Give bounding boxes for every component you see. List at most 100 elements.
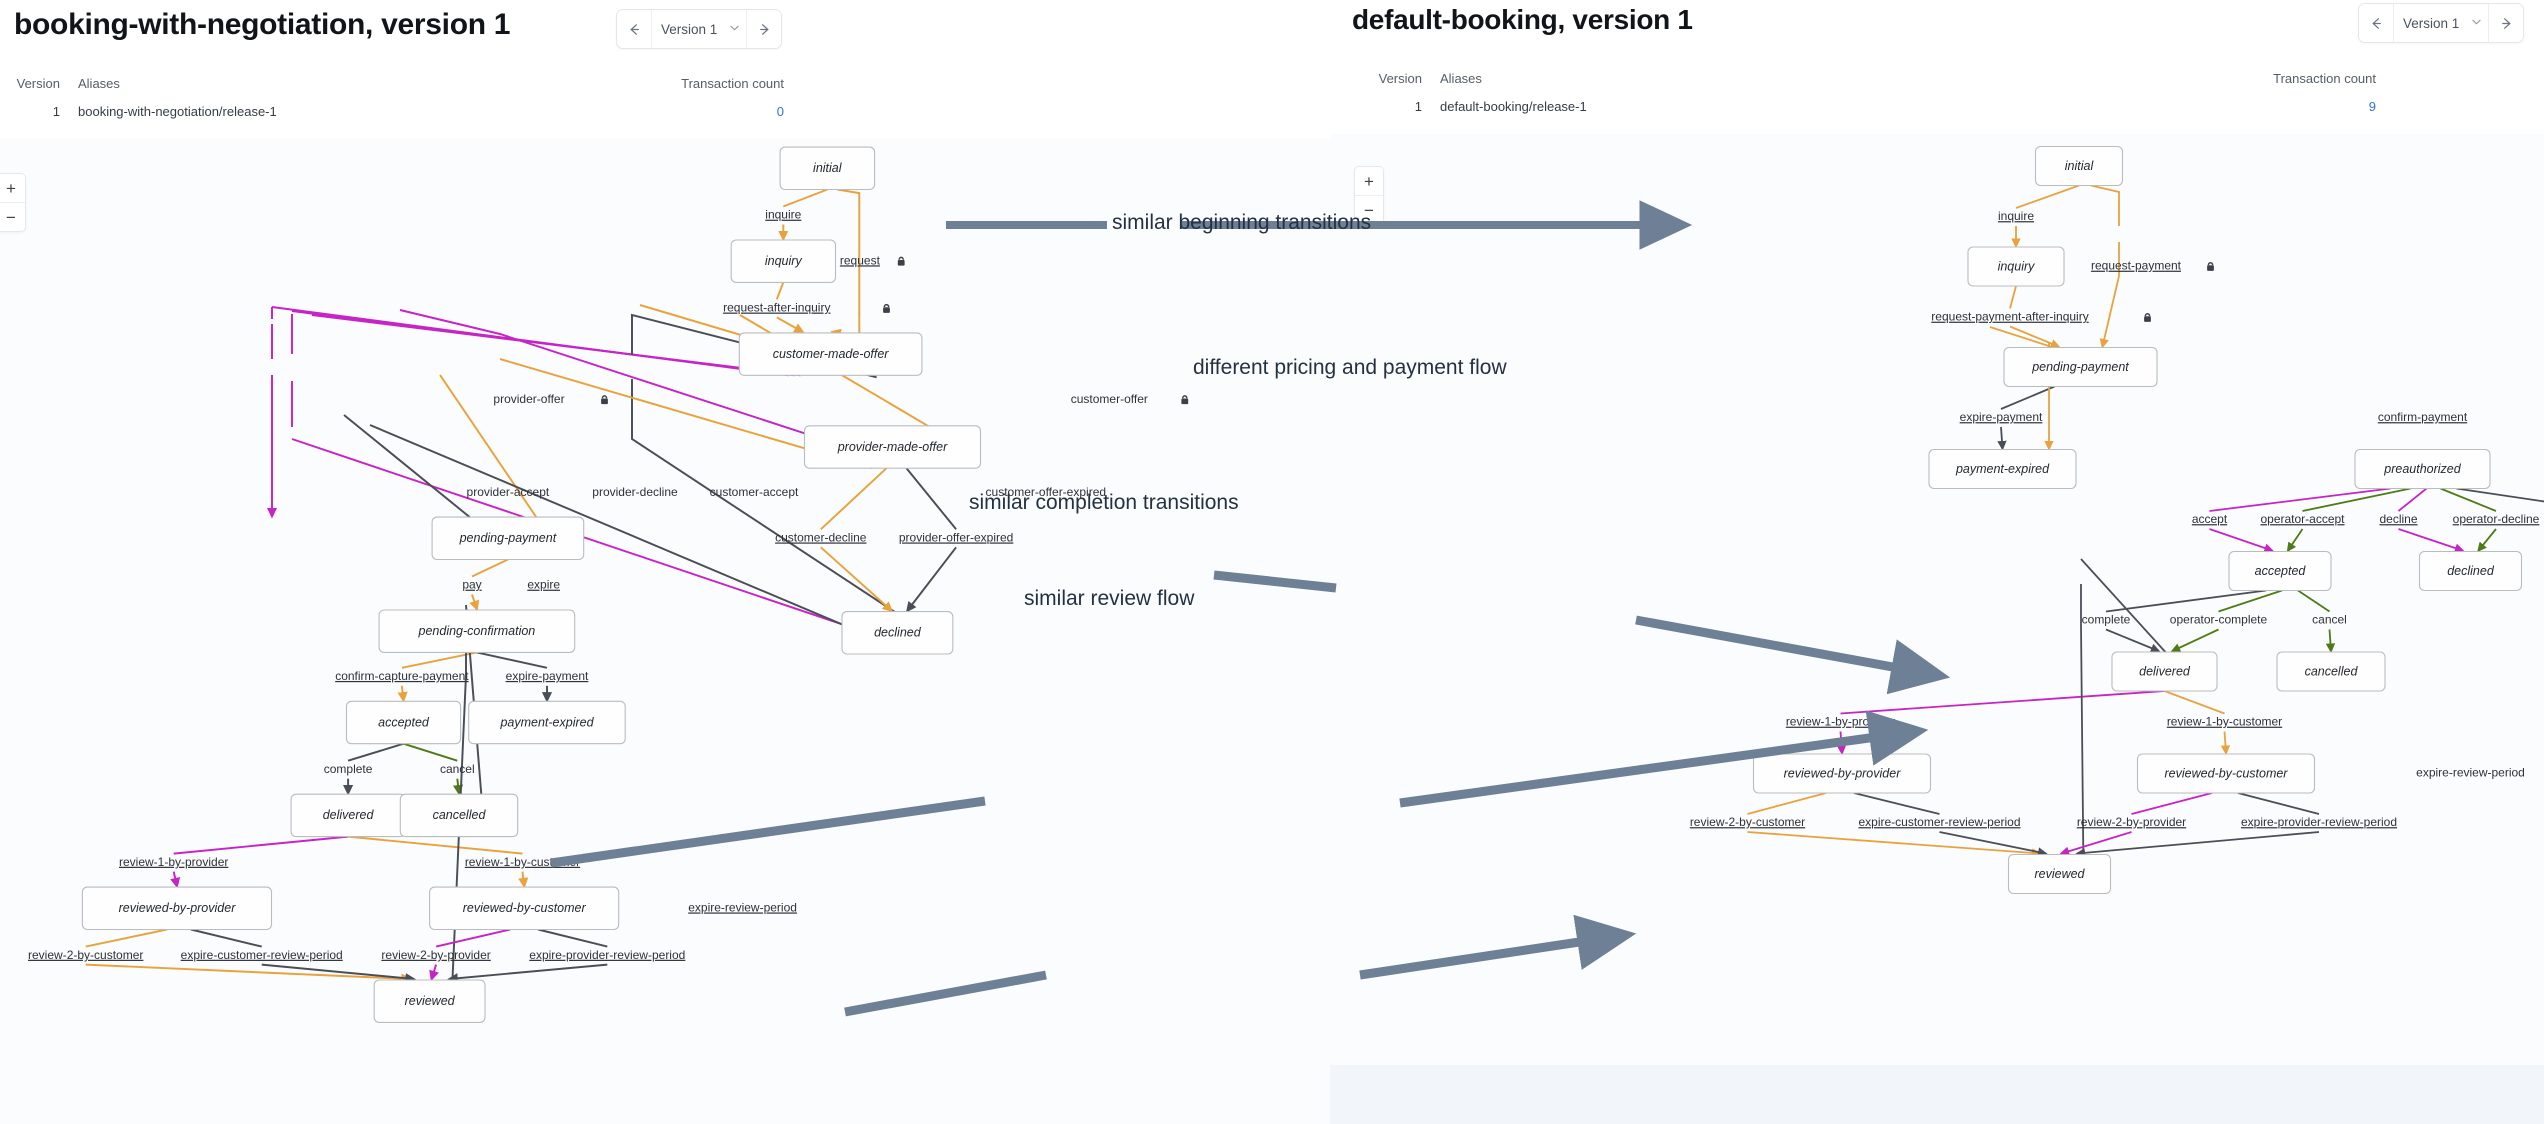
panel-header-right: default-booking, version 1 Version 1	[1330, 0, 2544, 134]
transition-label[interactable]: review-2-by-provider	[381, 948, 490, 962]
transition-label[interactable]: decline	[2379, 512, 2417, 526]
version-switcher-left[interactable]: Version 1	[616, 9, 782, 49]
transition-label[interactable]: review-2-by-customer	[1690, 815, 1805, 829]
cell-transaction-count[interactable]: 0	[776, 104, 784, 119]
transition-label[interactable]: customer-offer-expired	[986, 485, 1107, 499]
transition-label[interactable]: review-2-by-customer	[28, 948, 143, 962]
state-node[interactable]: declined	[841, 611, 954, 655]
transition-label[interactable]: customer-decline	[775, 530, 867, 544]
state-node[interactable]: pending-payment	[2003, 346, 2158, 388]
zoom-controls-right[interactable]: + −	[1354, 166, 1384, 225]
transition-label-text: provider-offer	[493, 392, 564, 406]
transition-label[interactable]: inquire	[765, 208, 801, 222]
state-node[interactable]: delivered	[290, 793, 406, 838]
zoom-controls-left[interactable]: + −	[0, 173, 26, 232]
lock-icon	[897, 256, 905, 266]
state-node[interactable]: customer-made-offer	[738, 332, 923, 376]
transition-label[interactable]: provider-accept	[467, 485, 550, 499]
zoom-out-button[interactable]: −	[0, 202, 25, 231]
transition-label[interactable]: operator-complete	[2170, 613, 2268, 627]
state-node[interactable]: reviewed	[373, 979, 486, 1023]
state-node[interactable]: pending-payment	[431, 516, 585, 561]
transition-label[interactable]: request-payment	[2091, 259, 2214, 273]
arrow-right-icon[interactable]	[746, 10, 781, 48]
transition-label[interactable]: operator-accept	[2260, 512, 2345, 526]
transition-edge	[820, 467, 888, 531]
transition-label-text: request-after-inquiry	[723, 301, 830, 315]
state-node[interactable]: initial	[2034, 145, 2124, 187]
graph-canvas-left[interactable]: + − initial inquiry customer-made-offer pro…	[0, 139, 1330, 1124]
transition-edge	[2059, 831, 2132, 856]
cell-transaction-count[interactable]: 9	[2368, 99, 2376, 114]
transition-label[interactable]: pay	[462, 578, 481, 592]
cell-version: 1	[52, 104, 60, 119]
state-node[interactable]: preauthorized	[2354, 448, 2491, 490]
state-node-label: accepted	[2255, 564, 2307, 578]
version-switcher-right[interactable]: Version 1	[2358, 3, 2524, 43]
annotation-label-pricing: different pricing and payment flow	[1193, 356, 1507, 379]
transition-label[interactable]: expire-payment	[506, 669, 589, 683]
transition-label-text: confirm-payment	[2378, 410, 2468, 424]
transition-label[interactable]: provider-offer-expired	[899, 530, 1014, 544]
transition-label[interactable]: inquire	[1998, 209, 2034, 223]
state-node[interactable]: reviewed-by-customer	[429, 886, 620, 931]
transition-label[interactable]: expire-review-period	[2416, 766, 2525, 780]
state-node[interactable]: inquiry	[730, 239, 837, 283]
transition-label[interactable]: provider-decline	[592, 485, 678, 499]
zoom-out-button[interactable]: −	[1355, 195, 1383, 224]
transition-label[interactable]: customer-offer	[1071, 392, 1189, 406]
transition-label[interactable]: expire-customer-review-period	[1858, 815, 2020, 829]
transition-label[interactable]: expire-review-period	[688, 900, 797, 914]
transition-label[interactable]: review-1-by-customer	[2167, 715, 2282, 729]
transition-label[interactable]: confirm-payment	[2378, 410, 2468, 424]
arrow-left-icon[interactable]	[2359, 4, 2394, 42]
state-node[interactable]: payment-expired	[1928, 448, 2077, 490]
state-node[interactable]: cancelled	[2276, 651, 2386, 692]
transition-label[interactable]: request-after-inquiry	[723, 301, 890, 315]
transition-label[interactable]: review-1-by-provider	[119, 855, 228, 869]
version-select-right[interactable]: Version 1	[2394, 4, 2488, 42]
transition-label[interactable]: provider-offer	[493, 392, 608, 406]
transition-label[interactable]: expire-payment	[1960, 410, 2043, 424]
state-node-label: reviewed-by-customer	[463, 901, 587, 915]
transition-label[interactable]: expire	[527, 578, 560, 592]
transition-label[interactable]: expire-provider-review-period	[529, 948, 685, 962]
state-node[interactable]: payment-expired	[468, 700, 626, 745]
state-node-label: accepted	[378, 715, 430, 729]
zoom-in-button[interactable]: +	[1355, 167, 1383, 195]
transition-label[interactable]: expire-provider-review-period	[2241, 815, 2397, 829]
transition-label[interactable]: expire-customer-review-period	[181, 948, 343, 962]
state-node[interactable]: accepted	[345, 700, 462, 745]
transition-edge	[2099, 242, 2120, 349]
transition-label[interactable]: request	[840, 253, 905, 267]
state-node[interactable]: initial	[779, 146, 876, 191]
transition-label[interactable]: complete	[2082, 613, 2131, 627]
transition-label[interactable]: cancel	[440, 762, 475, 776]
state-node[interactable]: provider-made-offer	[803, 425, 982, 469]
transition-label[interactable]: request-payment-after-inquiry	[1931, 310, 2151, 324]
transition-label[interactable]: accept	[2192, 512, 2228, 526]
version-select-left[interactable]: Version 1	[652, 10, 746, 48]
state-node[interactable]: reviewed	[2007, 853, 2112, 895]
state-node[interactable]: pending-confirmation	[378, 609, 576, 653]
transition-label[interactable]: review-2-by-provider	[2077, 815, 2186, 829]
transition-edge	[2131, 792, 2213, 815]
arrow-left-icon[interactable]	[617, 10, 652, 48]
transition-label[interactable]: confirm-capture-payment	[335, 669, 469, 683]
zoom-in-button[interactable]: +	[0, 174, 25, 202]
transition-label[interactable]: cancel	[2312, 613, 2347, 627]
arrow-right-icon[interactable]	[2488, 4, 2523, 42]
graph-canvas-right[interactable]: + − initial inquiry pending-payment payment…	[1330, 134, 2544, 1065]
state-node[interactable]: reviewed-by-customer	[2136, 753, 2316, 794]
state-node[interactable]: accepted	[2228, 550, 2332, 592]
state-node[interactable]: cancelled	[399, 793, 519, 838]
transition-label[interactable]: operator-decline	[2453, 512, 2540, 526]
transition-edge	[2078, 584, 2089, 875]
state-node[interactable]: inquiry	[1967, 246, 2065, 287]
state-node[interactable]: reviewed-by-provider	[81, 886, 273, 931]
state-node[interactable]: declined	[2418, 550, 2523, 592]
state-node[interactable]: delivered	[2111, 651, 2218, 692]
transition-label[interactable]: complete	[324, 762, 373, 776]
cell-alias: default-booking/release-1	[1440, 99, 1587, 114]
transition-label[interactable]: customer-accept	[710, 485, 799, 499]
